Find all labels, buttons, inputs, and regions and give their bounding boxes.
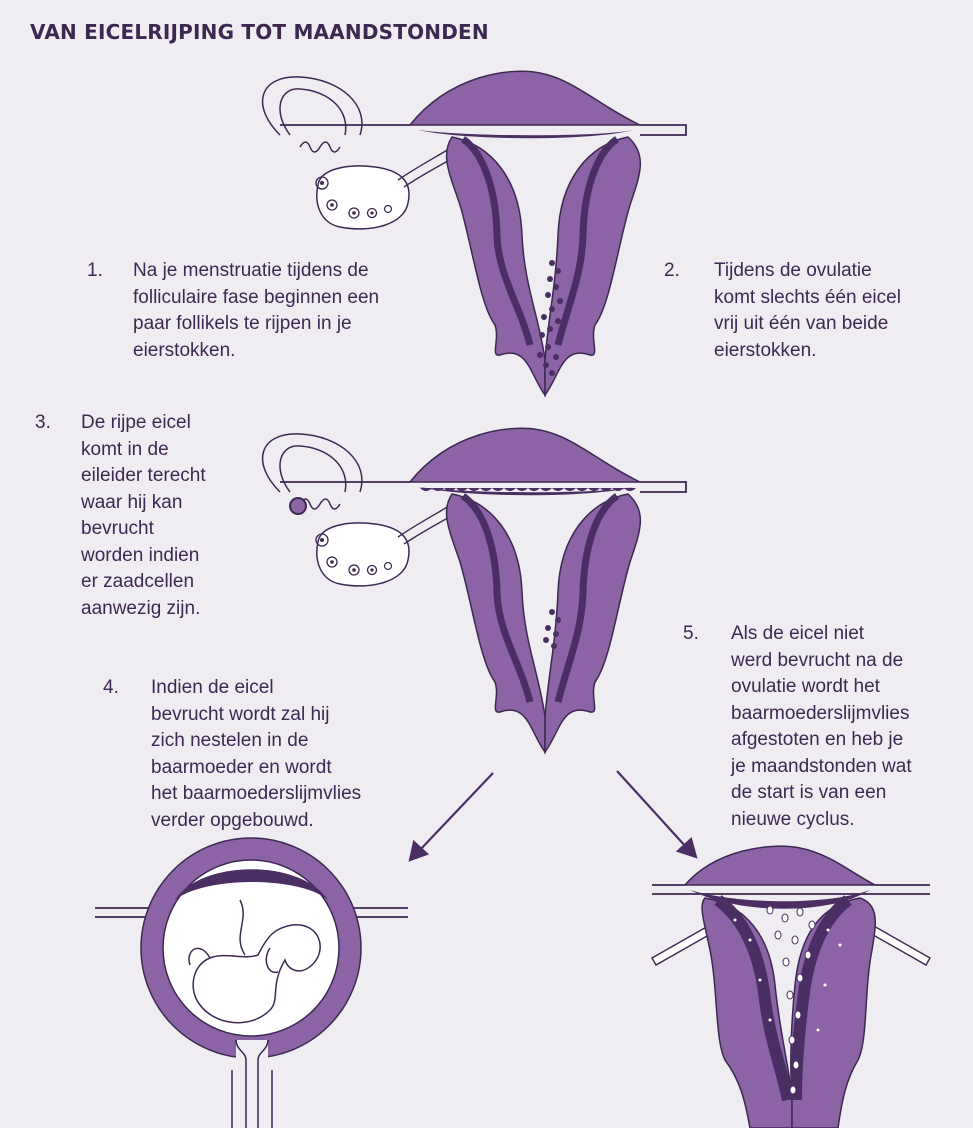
- step-number: 3.: [35, 410, 51, 437]
- uterus-menstruation-illustration: [652, 846, 930, 1128]
- step-line: Als de eicel niet: [731, 621, 912, 648]
- step-line: werd bevrucht na de: [731, 648, 912, 675]
- step-line: er zaadcellen: [81, 569, 206, 596]
- step-number: 5.: [683, 621, 699, 648]
- page-title: VAN EICELRIJPING TOT MAANDSTONDEN: [30, 20, 489, 44]
- step-line: de start is van een: [731, 780, 912, 807]
- uterus-pregnancy-fetus-illustration: [95, 838, 408, 1128]
- step-line: verder opgebouwd.: [151, 808, 361, 835]
- step-line: afgestoten en heb je: [731, 727, 912, 754]
- step-line: nieuwe cyclus.: [731, 807, 912, 834]
- step-line: eierstokken.: [133, 338, 379, 365]
- step-line: Na je menstruatie tijdens de: [133, 258, 379, 285]
- step-line: zich nestelen in de: [151, 728, 361, 755]
- step-line: bevrucht wordt zal hij: [151, 702, 361, 729]
- step-line: je maandstonden wat: [731, 754, 912, 781]
- step-line: waar hij kan: [81, 490, 206, 517]
- step-line: folliculaire fase beginnen een: [133, 285, 379, 312]
- step-line: komt in de: [81, 437, 206, 464]
- arrow-to-menstruation: [617, 771, 696, 857]
- step-line: paar follikels te rijpen in je: [133, 311, 379, 338]
- step-number: 1.: [87, 258, 103, 285]
- step-line: komt slechts één eicel: [714, 285, 901, 312]
- step-line: aanwezig zijn.: [81, 596, 206, 623]
- arrow-to-pregnancy: [410, 773, 493, 860]
- step-line: worden indien: [81, 543, 206, 570]
- step-number: 4.: [103, 675, 119, 702]
- step-line: eileider terecht: [81, 463, 206, 490]
- step-line: De rijpe eicel: [81, 410, 206, 437]
- step-number: 2.: [664, 258, 680, 285]
- step-line: Tijdens de ovulatie: [714, 258, 901, 285]
- step-line: het baarmoederslijmvlies: [151, 781, 361, 808]
- step-line: baarmoederslijmvlies: [731, 701, 912, 728]
- step-line: bevrucht: [81, 516, 206, 543]
- step-line: Indien de eicel: [151, 675, 361, 702]
- step-line: vrij uit één van beide: [714, 311, 901, 338]
- step-line: baarmoeder en wordt: [151, 755, 361, 782]
- step-line: ovulatie wordt het: [731, 674, 912, 701]
- step-line: eierstokken.: [714, 338, 901, 365]
